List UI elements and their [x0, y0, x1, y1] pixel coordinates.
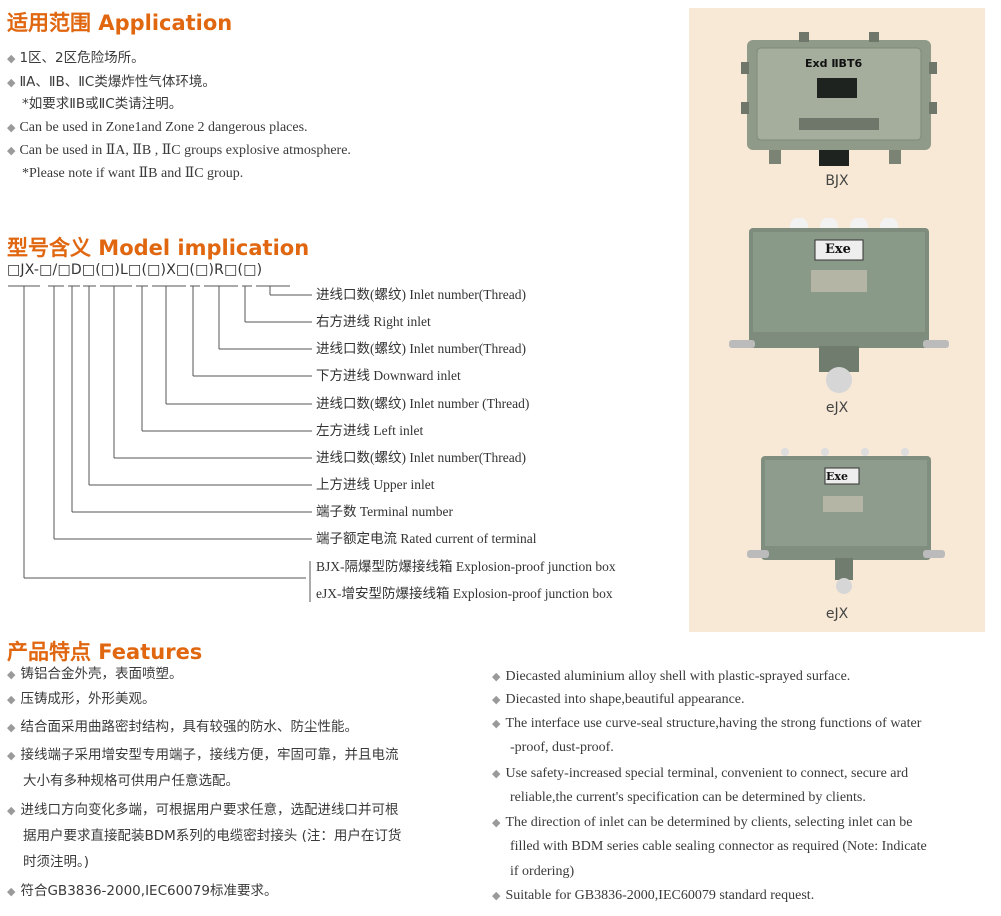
- model-label: 进线口数(螺纹) Inlet number(Thread): [316, 287, 526, 302]
- bjx-plate-text: Exd ⅡBT6: [805, 57, 863, 70]
- model-label: 端子数 Terminal number: [316, 504, 454, 519]
- caption-ejx-1: eJX: [825, 400, 849, 416]
- caption-ejx-2: eJX: [825, 606, 849, 622]
- feature-text: Suitable for GB3836-2000,IEC60079 standa…: [505, 888, 815, 903]
- feature-line: ◆ 铸铝合金外壳，表面喷塑。: [7, 663, 182, 686]
- diamond-bullet-icon: ◆: [7, 121, 16, 134]
- ejx-plate-text-2: Exe: [826, 470, 848, 483]
- diamond-bullet-icon: ◆: [7, 693, 16, 706]
- feature-line: ◆ The interface use curve-seal structure,…: [492, 712, 921, 735]
- feature-text: if ordering): [510, 864, 575, 879]
- feature-line: 时须注明。): [7, 851, 89, 873]
- model-label: BJX-隔爆型防爆接线箱 Explosion-proof junction bo…: [316, 559, 616, 574]
- application-text: 1区、2区危险场所。: [19, 50, 145, 66]
- feature-line: 据用户要求直接配装BDM系列的电缆密封接头 (注：用户在订货: [7, 825, 401, 847]
- ejx-plate-text-1: Exe: [825, 242, 851, 257]
- model-label: 进线口数(螺纹) Inlet number(Thread): [316, 450, 526, 465]
- feature-line: ◆ Suitable for GB3836-2000,IEC60079 stand…: [492, 884, 814, 907]
- feature-text: reliable,the current's specification can…: [510, 790, 866, 805]
- feature-text: Diecasted into shape,beautiful appearanc…: [505, 692, 745, 707]
- model-label: 右方进线 Right inlet: [316, 314, 431, 329]
- feature-text: filled with BDM series cable sealing con…: [510, 839, 927, 854]
- feature-text: Use safety-increased special terminal, c…: [505, 766, 909, 781]
- model-label: 端子额定电流 Rated current of terminal: [316, 531, 537, 546]
- feature-line: reliable,the current's specification can…: [492, 786, 866, 809]
- diamond-bullet-icon: ◆: [492, 693, 501, 706]
- feature-line: ◆ 接线端子采用增安型专用端子，接线方便，牢固可靠，并且电流: [7, 744, 398, 767]
- caption-bjx: BJX: [825, 173, 849, 189]
- application-text: *Please note if want ⅡB and ⅡC group.: [22, 166, 244, 181]
- feature-line: ◆ Use safety-increased special terminal, …: [492, 762, 908, 785]
- diamond-bullet-icon: ◆: [7, 144, 16, 157]
- feature-line: ◆ Diecasted aluminium alloy shell with pl…: [492, 665, 850, 688]
- feature-line: ◆ The direction of inlet can be determine…: [492, 811, 912, 834]
- features-title: 产品特点 Features: [7, 640, 203, 664]
- model-tree-lines: [8, 285, 312, 602]
- feature-text: Diecasted aluminium alloy shell with pla…: [505, 669, 851, 684]
- model-label: 上方进线 Upper inlet: [316, 477, 435, 492]
- model-label: 进线口数(螺纹) Inlet number(Thread): [316, 341, 526, 356]
- application-line: ◆ⅡA、ⅡB、ⅡC类爆炸性气体环境。: [7, 71, 216, 94]
- feature-line: ◆ Diecasted into shape,beautiful appearan…: [492, 688, 745, 711]
- feature-text: The direction of inlet can be determined…: [505, 815, 913, 830]
- diamond-bullet-icon: ◆: [7, 885, 16, 898]
- feature-text: The interface use curve-seal structure,h…: [505, 716, 922, 731]
- feature-line: if ordering): [492, 860, 574, 883]
- application-line: *如要求ⅡB或ⅡC类请注明。: [7, 93, 182, 115]
- feature-line: ◆ 符合GB3836-2000,IEC60079标准要求。: [7, 880, 277, 903]
- model-label: eJX-增安型防爆接线箱 Explosion-proof junction bo…: [316, 586, 613, 601]
- diamond-bullet-icon: ◆: [492, 889, 501, 902]
- model-title: 型号含义 Model implication: [7, 236, 310, 260]
- diamond-bullet-icon: ◆: [7, 804, 16, 817]
- diamond-bullet-icon: ◆: [492, 717, 501, 730]
- ejx-box-photo-2: [747, 448, 945, 594]
- model-code: □JX-□/□D□(□)L□(□)X□(□)R□(□): [7, 262, 263, 278]
- diamond-bullet-icon: ◆: [7, 52, 16, 65]
- diamond-bullet-icon: ◆: [7, 721, 16, 734]
- feature-line: -proof, dust-proof.: [492, 736, 614, 759]
- application-line: ◆1区、2区危险场所。: [7, 47, 145, 70]
- diamond-bullet-icon: ◆: [492, 767, 501, 780]
- diamond-bullet-icon: ◆: [7, 668, 16, 681]
- application-text: Can be used in Zone1and Zone 2 dangerous…: [19, 120, 308, 135]
- application-line: ◆Can be used in Zone1and Zone 2 dangerou…: [7, 116, 308, 139]
- feature-text: 接线端子采用增安型专用端子，接线方便，牢固可靠，并且电流: [20, 747, 399, 763]
- ejx-box-photo-1: [729, 218, 949, 393]
- application-line: ◆Can be used in ⅡA, ⅡB , ⅡC groups explo…: [7, 139, 351, 162]
- application-title: 适用范围 Application: [7, 11, 233, 35]
- diamond-bullet-icon: ◆: [492, 670, 501, 683]
- feature-text: 符合GB3836-2000,IEC60079标准要求。: [20, 883, 278, 899]
- feature-line: ◆ 进线口方向变化多端，可根据用户要求任意，选配进线口并可根: [7, 799, 398, 822]
- model-label: 下方进线 Downward inlet: [316, 368, 461, 383]
- diamond-bullet-icon: ◆: [7, 749, 16, 762]
- product-photos-panel: Exd ⅡBT6 BJX Exe eJX Exe eJX: [689, 8, 985, 632]
- application-text: ⅡA、ⅡB、ⅡC类爆炸性气体环境。: [19, 74, 216, 90]
- feature-text: 进线口方向变化多端，可根据用户要求任意，选配进线口并可根: [20, 802, 399, 818]
- model-label: 左方进线 Left inlet: [316, 423, 424, 438]
- application-text: *如要求ⅡB或ⅡC类请注明。: [22, 96, 183, 112]
- feature-line: filled with BDM series cable sealing con…: [492, 835, 927, 858]
- feature-line: ◆ 结合面采用曲路密封结构，具有较强的防水、防尘性能。: [7, 716, 358, 739]
- model-label: 进线口数(螺纹) Inlet number (Thread): [316, 396, 530, 411]
- feature-text: -proof, dust-proof.: [510, 740, 614, 755]
- feature-text: 大小有多种规格可供用户任意选配。: [23, 773, 239, 789]
- feature-text: 结合面采用曲路密封结构，具有较强的防水、防尘性能。: [20, 719, 358, 735]
- feature-text: 铸铝合金外壳，表面喷塑。: [20, 666, 183, 682]
- feature-line: 大小有多种规格可供用户任意选配。: [7, 770, 239, 792]
- feature-text: 压铸成形，外形美观。: [20, 691, 156, 707]
- diamond-bullet-icon: ◆: [492, 816, 501, 829]
- application-text: Can be used in ⅡA, ⅡB , ⅡC groups explos…: [19, 143, 351, 158]
- feature-text: 时须注明。): [23, 854, 90, 870]
- application-line: *Please note if want ⅡB and ⅡC group.: [7, 162, 243, 185]
- bjx-box-photo: [741, 32, 937, 166]
- diamond-bullet-icon: ◆: [7, 76, 16, 89]
- feature-text: 据用户要求直接配装BDM系列的电缆密封接头 (注：用户在订货: [23, 828, 402, 844]
- feature-line: ◆ 压铸成形，外形美观。: [7, 688, 155, 711]
